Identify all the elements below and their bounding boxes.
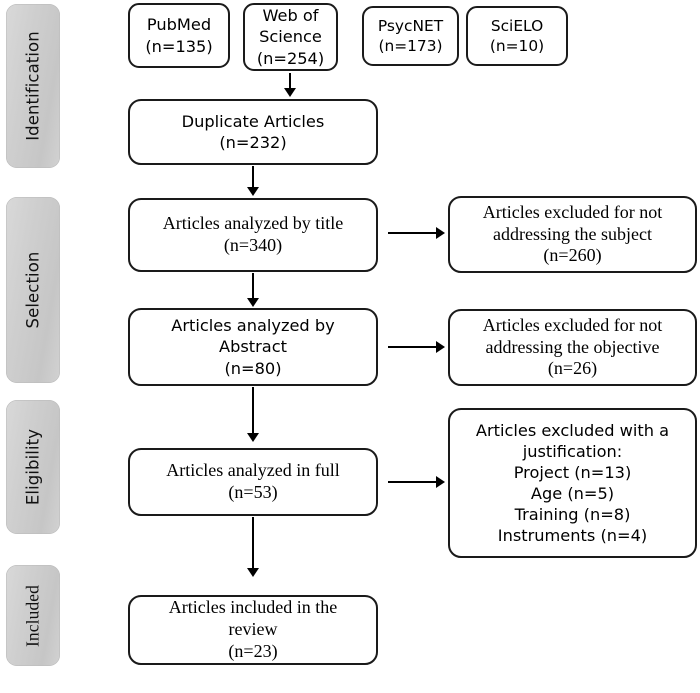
abstract-screen-line-2: Abstract [219,337,287,357]
source-box-pubmed: PubMed (n=135) [128,3,230,68]
box-articles-analyzed-in-full: Articles analyzed in full (n=53) [128,448,378,516]
connector-fulltext-to-included [252,517,255,570]
stage-label-selection: Selection [23,251,43,329]
arrowhead-abstract-to-fulltext [247,433,259,442]
connector-duplicates-to-title [252,166,255,189]
title-excluded-line-1: Articles excluded for not [482,201,663,222]
stage-bar-included: Included [6,565,60,666]
source-name-pubmed: PubMed [146,15,212,35]
title-screen-line-2: (n=340) [223,235,283,255]
arrowhead-fulltext-to-included [247,568,259,577]
source-box-scielo: SciELO (n=10) [466,6,568,66]
box-articles-included-in-review: Articles included in the review (n=23) [128,595,378,665]
abstract-screen-line-1: Articles analyzed by [171,316,335,336]
included-line-1: Articles included in the [168,597,338,618]
fulltext-excluded-line-6: Instruments (n=4) [497,526,648,546]
connector-sources-to-duplicates [289,73,292,90]
source-name-web-of-science-2: Science [259,27,322,47]
box-excluded-not-addressing-subject: Articles excluded for not addressing the… [448,196,697,273]
abstract-excluded-line-2: addressing the objective [485,336,660,357]
source-count-web-of-science: (n=254) [256,48,325,68]
box-articles-analyzed-by-title: Articles analyzed by title (n=340) [128,198,378,272]
connector-abstract-to-fulltext [252,387,255,435]
connector-fulltext-to-excluded [388,481,438,484]
source-count-scielo: (n=10) [489,37,545,55]
box-duplicate-articles: Duplicate Articles (n=232) [128,99,378,165]
arrowhead-fulltext-to-excluded [436,476,445,488]
stage-bar-eligibility: Eligibility [6,400,60,534]
fulltext-excluded-line-4: Age (n=5) [530,484,615,503]
source-count-psycnet: (n=173) [378,37,443,55]
arrowhead-abstract-to-excluded [436,341,445,353]
box-excluded-not-addressing-objective: Articles excluded for not addressing the… [448,309,697,386]
arrowhead-sources-to-duplicates [284,88,296,97]
included-line-3: (n=23) [228,640,278,661]
duplicates-line-1: Duplicate Articles [181,111,325,131]
title-excluded-line-3: (n=260) [543,245,602,266]
arrowhead-duplicates-to-title [247,187,259,196]
connector-title-to-abstract [252,273,255,300]
source-name-scielo: SciELO [490,16,544,35]
fulltext-excluded-line-3: Project (n=13) [513,462,632,482]
fulltext-excluded-line-2: justification: [522,441,623,461]
title-excluded-line-2: addressing the subject [493,223,652,244]
included-line-2: review [228,619,278,640]
stage-bar-identification: Identification [6,4,60,168]
connector-abstract-to-excluded [388,346,438,349]
source-box-psycnet: PsycNET (n=173) [362,6,459,66]
fulltext-screen-line-1: Articles analyzed in full [166,460,340,481]
fulltext-excluded-line-1: Articles excluded with a [475,420,670,440]
arrowhead-title-to-abstract [247,298,259,307]
arrowhead-title-to-excluded [436,227,445,239]
source-name-psycnet: PsycNET [377,16,444,35]
source-count-pubmed: (n=135) [145,36,213,56]
box-articles-analyzed-by-abstract: Articles analyzed by Abstract (n=80) [128,308,378,386]
fulltext-excluded-line-5: Training (n=8) [514,505,631,525]
fulltext-screen-line-2: (n=53) [228,482,278,502]
abstract-excluded-line-1: Articles excluded for not [482,314,663,335]
stage-label-identification: Identification [23,31,43,141]
title-screen-line-1: Articles analyzed by title [162,213,344,234]
source-box-web-of-science: Web of Science (n=254) [243,3,338,71]
stage-label-included: Included [22,584,43,647]
stage-bar-selection: Selection [6,197,60,383]
abstract-excluded-line-3: (n=26) [547,358,598,379]
abstract-screen-line-3: (n=80) [224,358,282,378]
stage-label-eligibility: Eligibility [23,428,43,506]
box-excluded-with-justification: Articles excluded with a justification: … [448,408,697,558]
connector-title-to-excluded [388,232,438,235]
source-name-web-of-science-1: Web of [262,6,319,26]
duplicates-line-2: (n=232) [219,133,287,152]
